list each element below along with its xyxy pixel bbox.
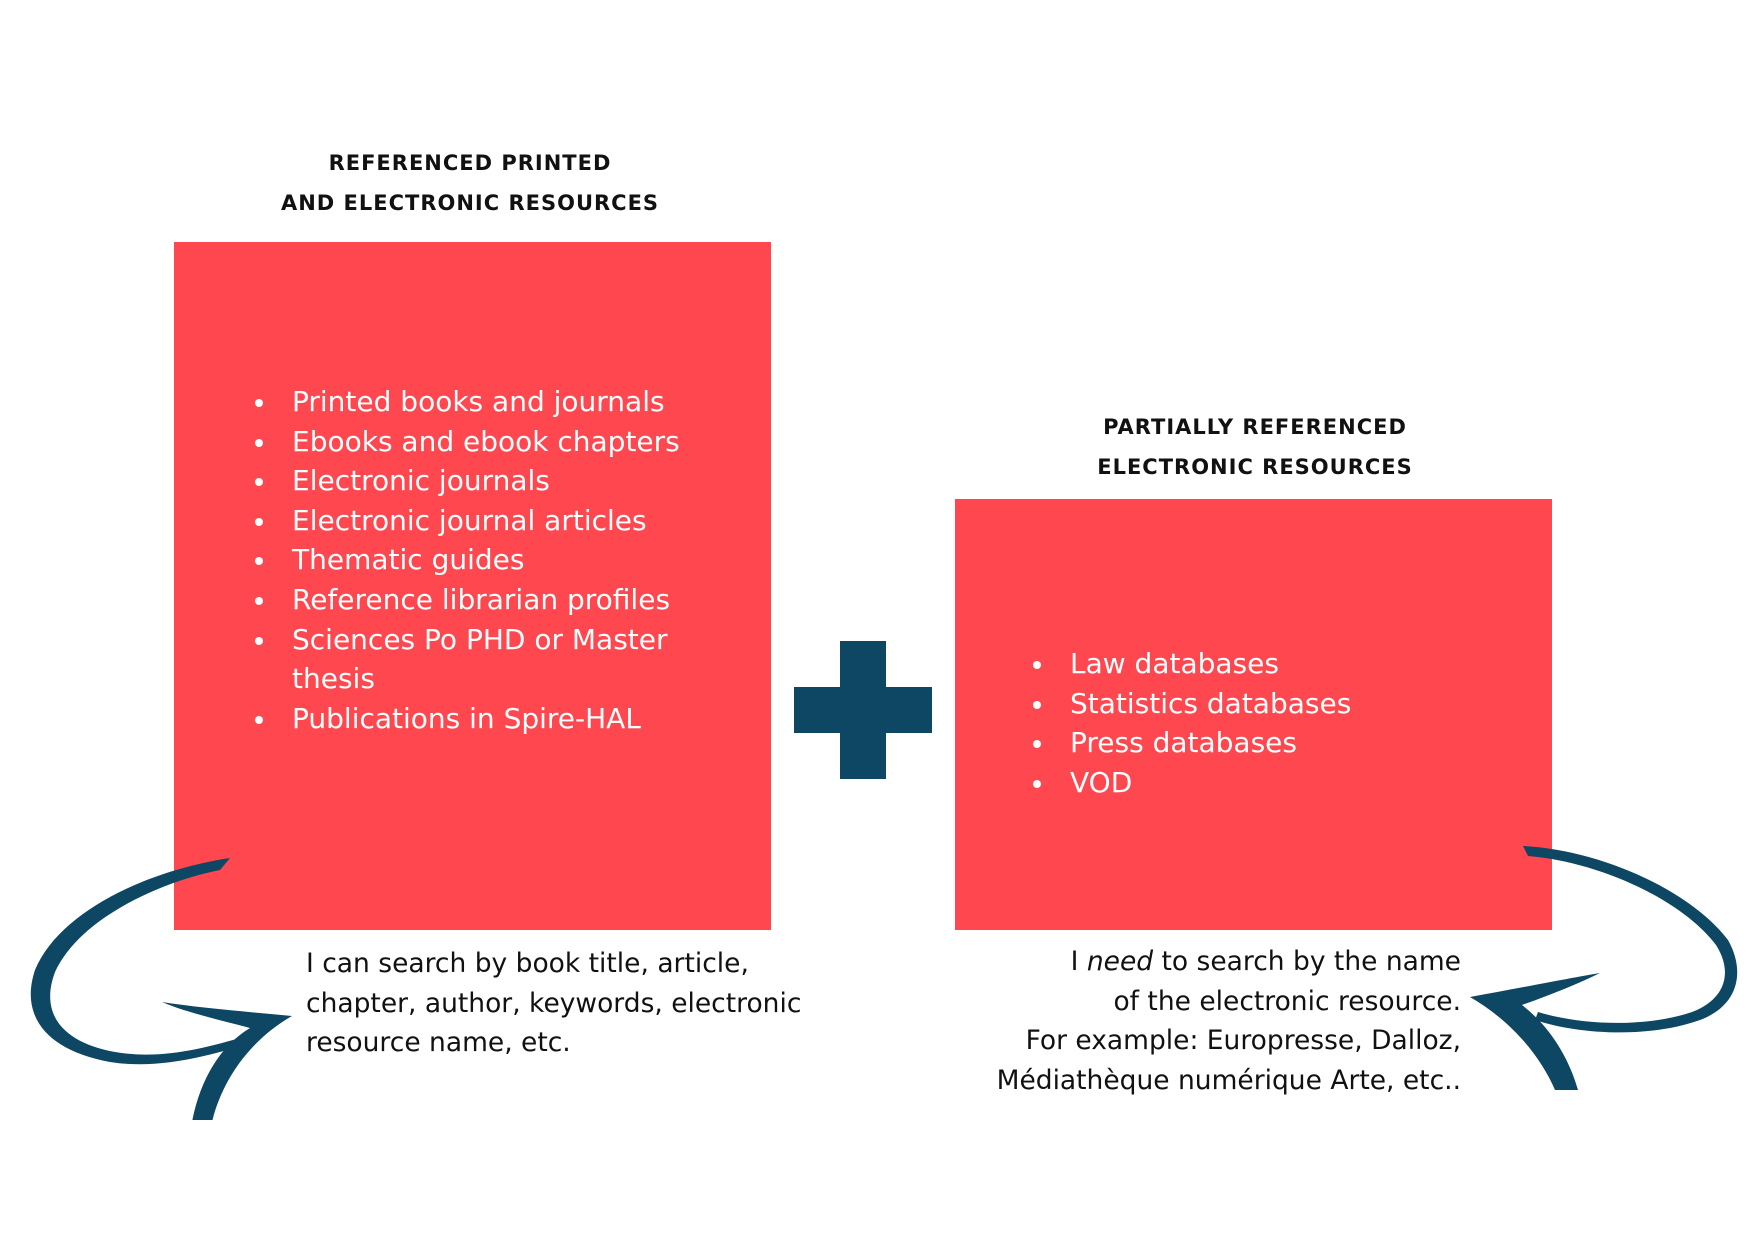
list-item: Press databases: [1033, 723, 1453, 763]
list-item: VOD: [1033, 763, 1453, 803]
right-resource-list: Law databases Statistics databases Press…: [1033, 644, 1453, 802]
plus-icon-shape: [794, 641, 932, 779]
right-panel-heading: PARTIALLY REFERENCED ELECTRONIC RESOURCE…: [1000, 407, 1510, 487]
list-item: Sciences Po PHD or Master thesis: [255, 620, 715, 699]
left-caption-line-2: chapter, author, keywords, electronic: [306, 987, 802, 1019]
left-heading-line-2: AND ELECTRONIC RESOURCES: [280, 191, 660, 215]
list-item: Ebooks and ebook chapters: [255, 422, 715, 462]
right-curved-arrow-icon: [1470, 846, 1738, 1090]
left-resource-box: [174, 242, 771, 930]
right-caption-line-1: I need to search by the name: [900, 942, 1461, 982]
left-panel-heading: REFERENCED PRINTED AND ELECTRONIC RESOUR…: [200, 143, 740, 223]
left-caption: I can search by book title, article, cha…: [306, 944, 866, 1063]
right-arrow-ribbon: [1523, 846, 1738, 1033]
left-heading-line-1: REFERENCED PRINTED: [328, 151, 612, 175]
left-arrow-ribbon: [30, 858, 245, 1065]
right-caption-line-3: For example: Europresse, Dalloz,: [1025, 1025, 1461, 1056]
right-caption-line-2: of the electronic resource.: [1113, 985, 1461, 1017]
caption-rest: to search by the name: [1153, 946, 1461, 977]
list-item: Law databases: [1033, 644, 1453, 684]
right-arrow-head: [1470, 973, 1600, 1090]
list-item: Electronic journals: [255, 461, 715, 501]
left-arrow-head: [162, 1002, 292, 1120]
right-heading-line-1: PARTIALLY REFERENCED: [1103, 415, 1407, 439]
right-caption: I need to search by the name of the elec…: [900, 942, 1461, 1100]
left-curved-arrow-icon: [30, 858, 292, 1120]
list-item: Printed books and journals: [255, 382, 715, 422]
list-item: Thematic guides: [255, 540, 715, 580]
list-item: Publications in Spire-HAL: [255, 699, 715, 739]
list-item: Statistics databases: [1033, 684, 1453, 724]
plus-icon: [794, 641, 932, 779]
caption-emphasis: need: [1086, 946, 1154, 977]
left-resource-list: Printed books and journals Ebooks and eb…: [255, 382, 715, 738]
list-item: Electronic journal articles: [255, 501, 715, 541]
caption-prefix: I: [1070, 946, 1087, 977]
left-caption-line-3: resource name, etc.: [306, 1027, 571, 1058]
list-item: Reference librarian profiles: [255, 580, 715, 620]
right-heading-line-2: ELECTRONIC RESOURCES: [1097, 455, 1413, 479]
left-caption-line-1: I can search by book title, article,: [306, 948, 749, 979]
right-resource-box: [955, 499, 1552, 930]
right-caption-line-4: Médiathèque numérique Arte, etc..: [996, 1064, 1461, 1096]
